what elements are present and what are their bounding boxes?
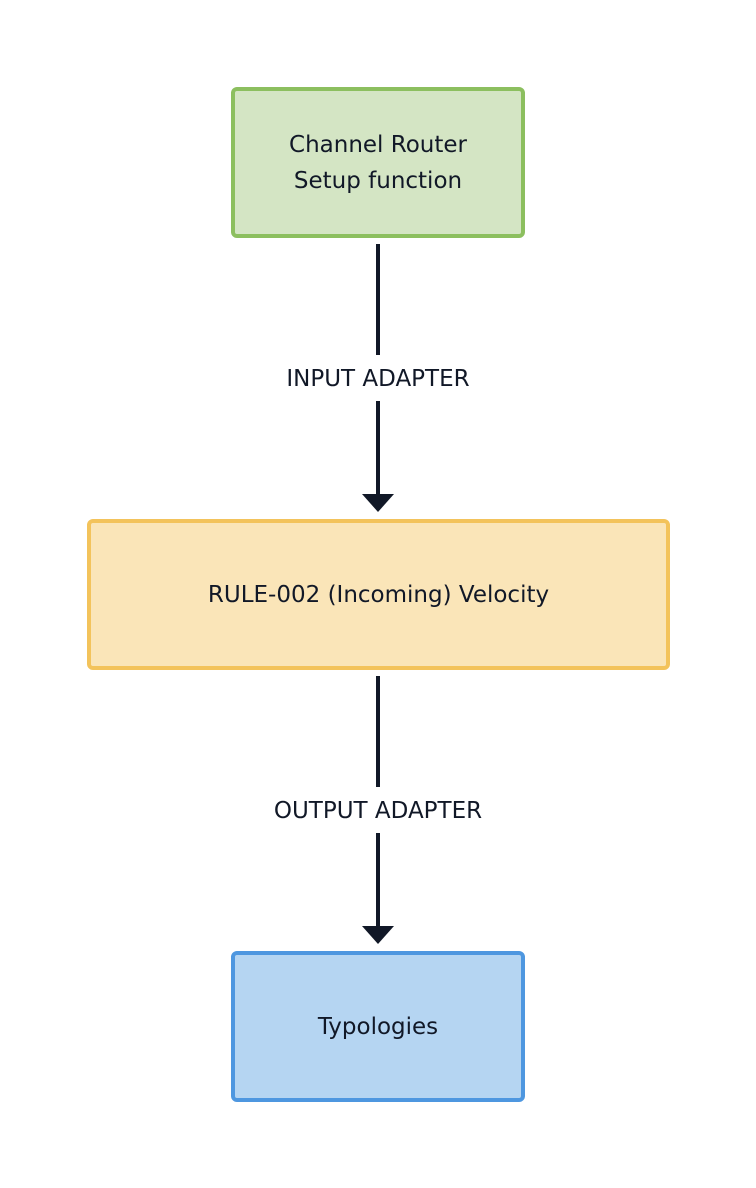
arrowhead-output bbox=[362, 926, 394, 944]
channel-router-label-line-1: Channel Router bbox=[289, 131, 467, 158]
arrowhead-input bbox=[362, 494, 394, 512]
channel-router-node[interactable]: Channel Router Setup function bbox=[231, 87, 525, 238]
input-adapter-label: INPUT ADAPTER bbox=[286, 366, 470, 392]
rule-label: RULE-002 (Incoming) Velocity bbox=[207, 581, 550, 608]
typologies-node[interactable]: Typologies bbox=[231, 951, 525, 1102]
output-adapter-label: OUTPUT ADAPTER bbox=[273, 798, 483, 824]
typologies-label: Typologies bbox=[317, 1013, 439, 1040]
rule-node[interactable]: RULE-002 (Incoming) Velocity bbox=[87, 519, 670, 670]
channel-router-label-line-2: Setup function bbox=[293, 167, 463, 194]
